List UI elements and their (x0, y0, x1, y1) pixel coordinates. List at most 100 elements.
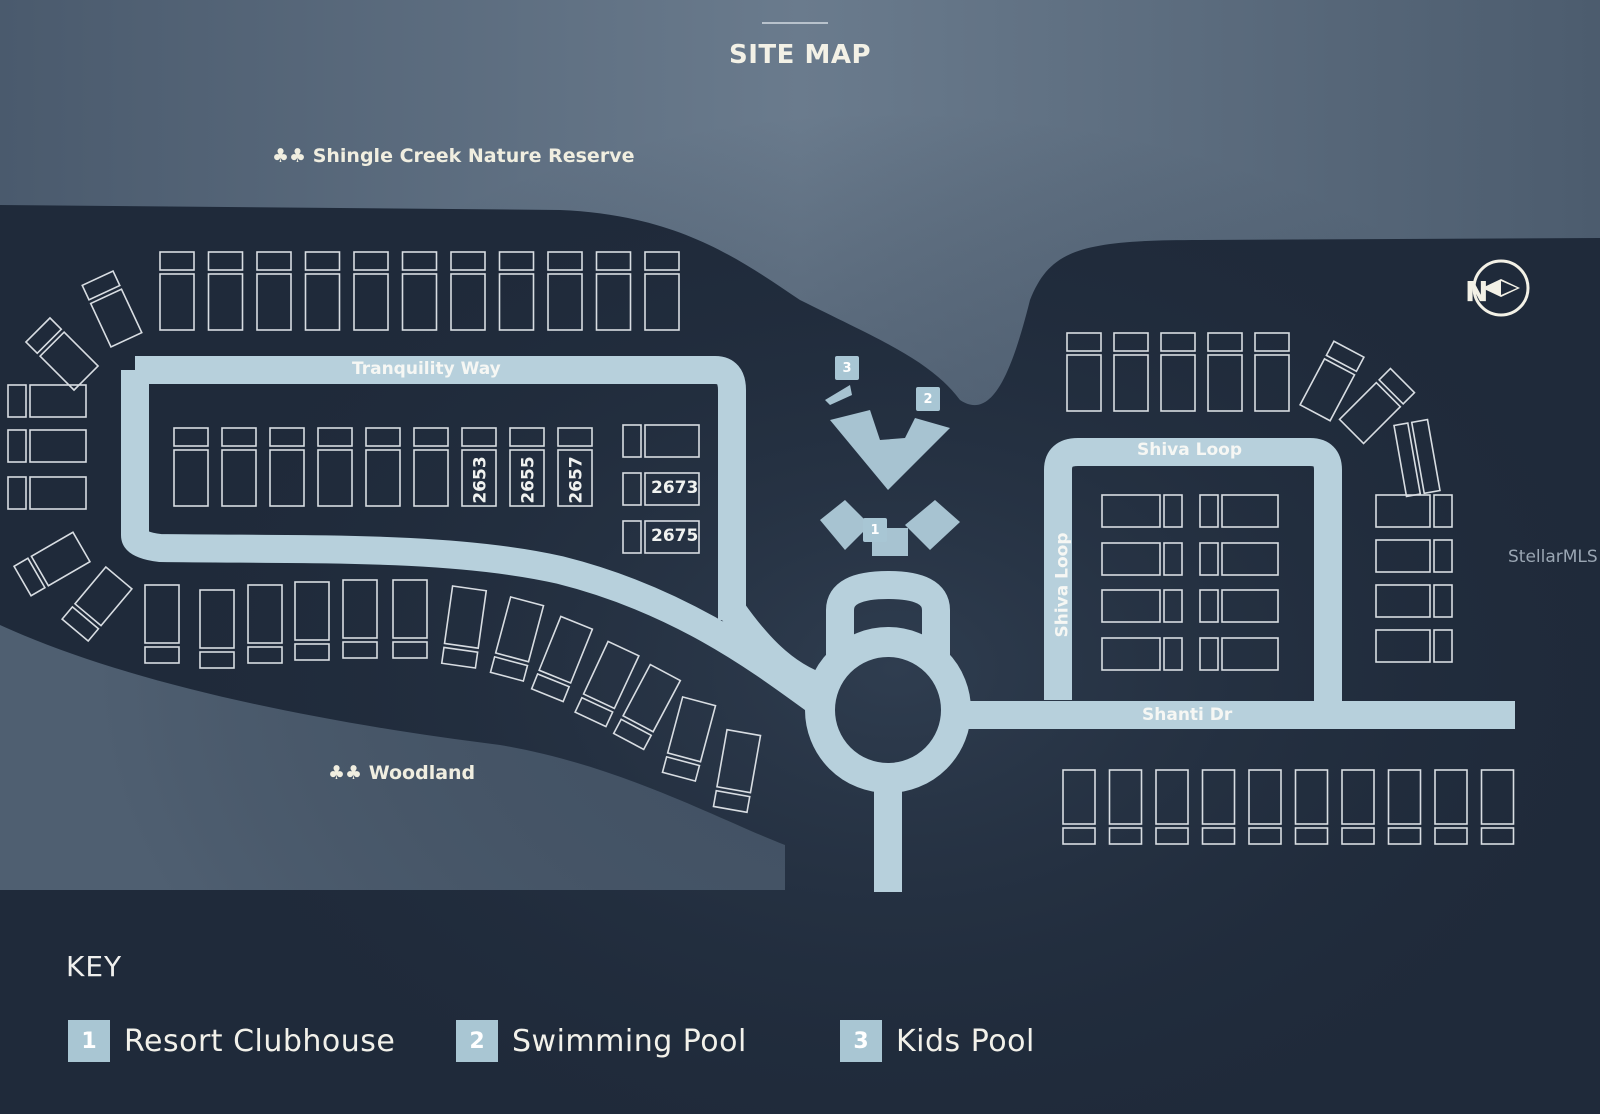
lot-outline (557, 427, 593, 507)
amenity-marker-3: 3 (835, 356, 859, 380)
lot-outline (1375, 629, 1453, 663)
street-tranquility-way: Tranquility Way (352, 359, 501, 379)
key-badge: 1 (68, 1020, 110, 1062)
lot-outline (365, 427, 401, 507)
lot-outline (199, 589, 235, 669)
lot-outline (1434, 769, 1468, 845)
lot-outline (7, 476, 87, 510)
lot-outline (353, 251, 389, 331)
watermark: StellarMLS (1508, 547, 1598, 567)
lot-outline (1199, 589, 1279, 623)
lot-outline (1108, 769, 1143, 845)
lot-outline (1155, 769, 1189, 845)
lot-outline (509, 427, 545, 507)
lot-outline (1341, 769, 1375, 845)
lot-outline (622, 520, 700, 554)
tranquility-way-road (121, 356, 824, 712)
lot-outline (1101, 494, 1183, 528)
lot-outline (1254, 332, 1290, 412)
lot-2655: 2655 (518, 456, 539, 504)
lot-outline (1101, 589, 1183, 623)
lot-outline (1199, 542, 1279, 576)
lot-outline (294, 581, 330, 661)
page-title: SITE MAP (729, 40, 871, 70)
lot-outline (622, 424, 700, 458)
lot-outline (1199, 494, 1279, 528)
lot-outline (450, 251, 486, 331)
lot-outline (1160, 332, 1196, 412)
woodland-label: ♣♣ Woodland (328, 762, 476, 784)
tree-icon: ♣♣ (272, 145, 307, 167)
lot-outline (1101, 542, 1183, 576)
lot-outline (392, 579, 428, 659)
key-label: Resort Clubhouse (124, 1023, 396, 1059)
key-badge: 3 (840, 1020, 882, 1062)
lot-outline (401, 251, 438, 331)
lot-outline (7, 429, 87, 463)
key-label: Kids Pool (896, 1023, 1035, 1059)
tree-icon: ♣♣ (328, 762, 363, 784)
clubhouse-loop (826, 570, 950, 660)
lot-outline (7, 384, 87, 418)
lot-outline (12, 531, 92, 597)
lot-outline (1338, 367, 1416, 445)
lot-outline (81, 269, 143, 349)
compass-arrow-icon (1472, 259, 1530, 317)
lot-2675: 2675 (651, 526, 699, 546)
lot-outline (1248, 769, 1282, 845)
key-item-resort-clubhouse: 1 Resort Clubhouse (68, 1020, 395, 1062)
lot-outline (159, 251, 195, 331)
lot-outline (221, 427, 257, 507)
lot-outline (173, 427, 209, 507)
lot-outline (1480, 769, 1515, 845)
lots (7, 251, 1515, 845)
lot-outline (1199, 637, 1279, 671)
lot-outline (712, 728, 762, 814)
lot-outline (1375, 539, 1453, 573)
lot-outline (1062, 769, 1096, 845)
lot-outline (60, 565, 134, 643)
lot-outline (1101, 637, 1183, 671)
key-item-kids-pool: 3 Kids Pool (840, 1020, 1035, 1062)
lot-outline (1375, 584, 1453, 618)
lot-outline (612, 663, 682, 751)
north-label: N (1465, 275, 1489, 308)
key-item-swimming-pool: 2 Swimming Pool (456, 1020, 747, 1062)
lot-outline (1299, 340, 1365, 422)
lot-outline (342, 579, 378, 659)
lot-outline (207, 251, 244, 331)
lot-outline (1294, 769, 1329, 845)
lot-outline (489, 595, 545, 683)
lot-outline (440, 585, 488, 669)
lot-outline (256, 251, 292, 331)
lot-outline (269, 427, 305, 507)
lot-outline (144, 584, 180, 664)
lot-outline (595, 251, 632, 331)
key-title: KEY (66, 950, 123, 983)
lot-outline (304, 251, 341, 331)
roads (121, 356, 1515, 892)
lot-outline (1207, 332, 1243, 412)
lot-outline (661, 695, 717, 783)
lot-outline (461, 427, 497, 507)
key-label: Swimming Pool (512, 1023, 747, 1059)
amenity-marker-2: 2 (916, 387, 940, 411)
lot-2657: 2657 (566, 456, 587, 504)
lot-outline (247, 584, 283, 664)
lot-2653: 2653 (470, 456, 491, 504)
lot-outline (498, 251, 535, 331)
street-shanti-dr: Shanti Dr (1142, 705, 1233, 725)
lot-outline (1201, 769, 1236, 845)
street-shiva-loop: Shiva Loop (1137, 440, 1243, 460)
lot-outline (622, 472, 700, 506)
lot-outline (644, 251, 680, 331)
title-rule (762, 22, 828, 24)
street-shiva-loop-side: Shiva Loop (1052, 532, 1073, 638)
shingle-creek-label: ♣♣ Shingle Creek Nature Reserve (272, 145, 635, 167)
lot-2673: 2673 (651, 478, 699, 498)
lot-outline (547, 251, 583, 331)
shiva-loop-road (1044, 438, 1342, 705)
lot-outline (1375, 494, 1453, 528)
lot-outline (413, 427, 449, 507)
